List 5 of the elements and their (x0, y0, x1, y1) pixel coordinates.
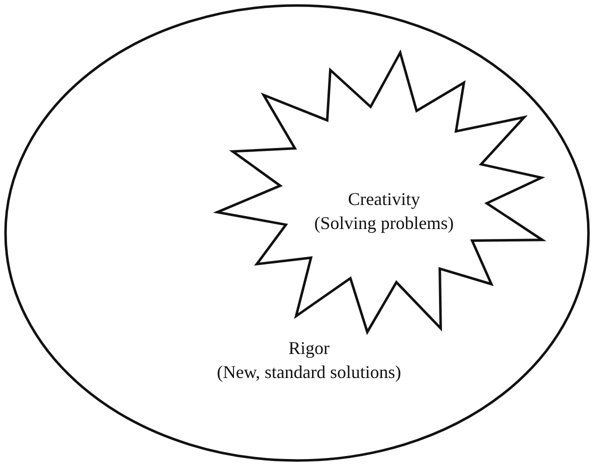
node-subtitle: (Solving problems) (314, 213, 454, 234)
ellipse-shape (4, 4, 590, 462)
node-title: Rigor (288, 338, 330, 359)
node-title: Creativity (348, 189, 420, 210)
node-subtitle: (New, standard solutions) (216, 362, 402, 383)
